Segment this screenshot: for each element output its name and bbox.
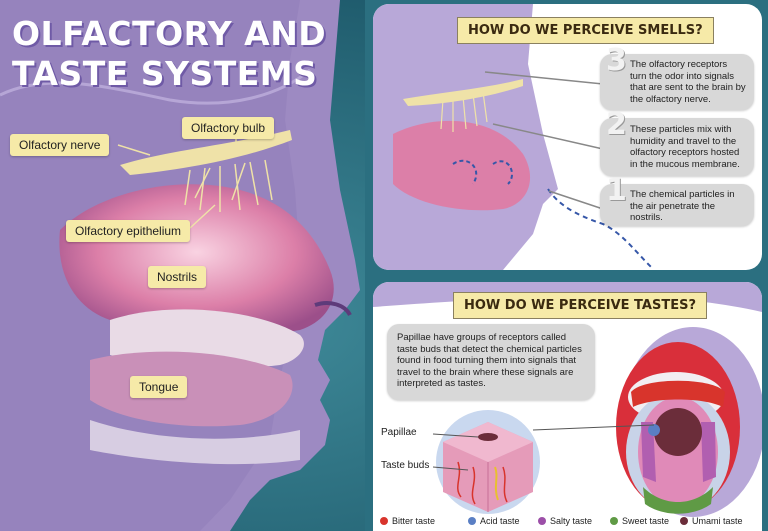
tongue-shape [90,351,293,427]
legend-salty: Salty taste [538,516,592,526]
smell-step-2: 2 These particles mix with humidity and … [600,107,754,176]
umami-dot [680,517,688,525]
taste-description-bubble: Papillae have groups of receptors called… [387,324,595,400]
taste-illustration [373,282,762,517]
legend-umami: Umami taste [680,516,743,526]
step-1-text: The chemical particles in the air penetr… [630,189,735,223]
jaw-shape [90,420,300,465]
acid-dot [468,517,476,525]
smell-step-3: 3 The olfactory receptors turn the odor … [600,43,754,110]
step-3-text: The olfactory receptors turn the odor in… [630,59,746,105]
legend-bitter: Bitter taste [380,516,435,526]
salty-dot [538,517,546,525]
label-olfactory-epithelium: Olfactory epithelium [66,220,191,242]
sweet-dot [610,517,618,525]
smell-step-1: 1 The chemical particles in the air pene… [600,173,754,226]
nerve-fibers [184,159,273,212]
legend-acid: Acid taste [468,516,520,526]
step-2-number: 2 [606,107,627,142]
label-olfactory-nerve: Olfactory nerve [10,134,110,156]
step-1-number: 1 [606,173,627,208]
title-line-1: OLFACTORY AND [12,14,327,53]
smell-panel-title: HOW DO WE PERCEIVE SMELLS? [457,17,714,44]
brain-outline [0,68,311,105]
step-3-number: 3 [606,43,627,78]
papillae-label: Papillae [381,427,417,438]
legend-sweet: Sweet taste [610,516,669,526]
label-olfactory-bulb: Olfactory bulb [182,117,275,139]
step-2-text: These particles mix with humidity and tr… [630,124,740,170]
taste-panel-title: HOW DO WE PERCEIVE TASTES? [453,292,707,319]
bitter-dot [380,517,388,525]
taste-description: Papillae have groups of receptors called… [397,332,582,389]
label-tongue: Tongue [130,376,188,398]
taste-buds-label: Taste buds [381,460,430,471]
title-line-2: TASTE SYSTEMS [12,54,318,93]
taste-panel: HOW DO WE PERCEIVE TASTES? Papillae have… [373,282,762,531]
olfactory-bulb-shape [120,130,292,175]
lip-shape [314,301,352,317]
smell-panel: HOW DO WE PERCEIVE SMELLS? 3 The olfacto… [373,4,762,270]
label-nostrils: Nostrils [148,266,207,288]
smell-illustration [373,4,654,270]
